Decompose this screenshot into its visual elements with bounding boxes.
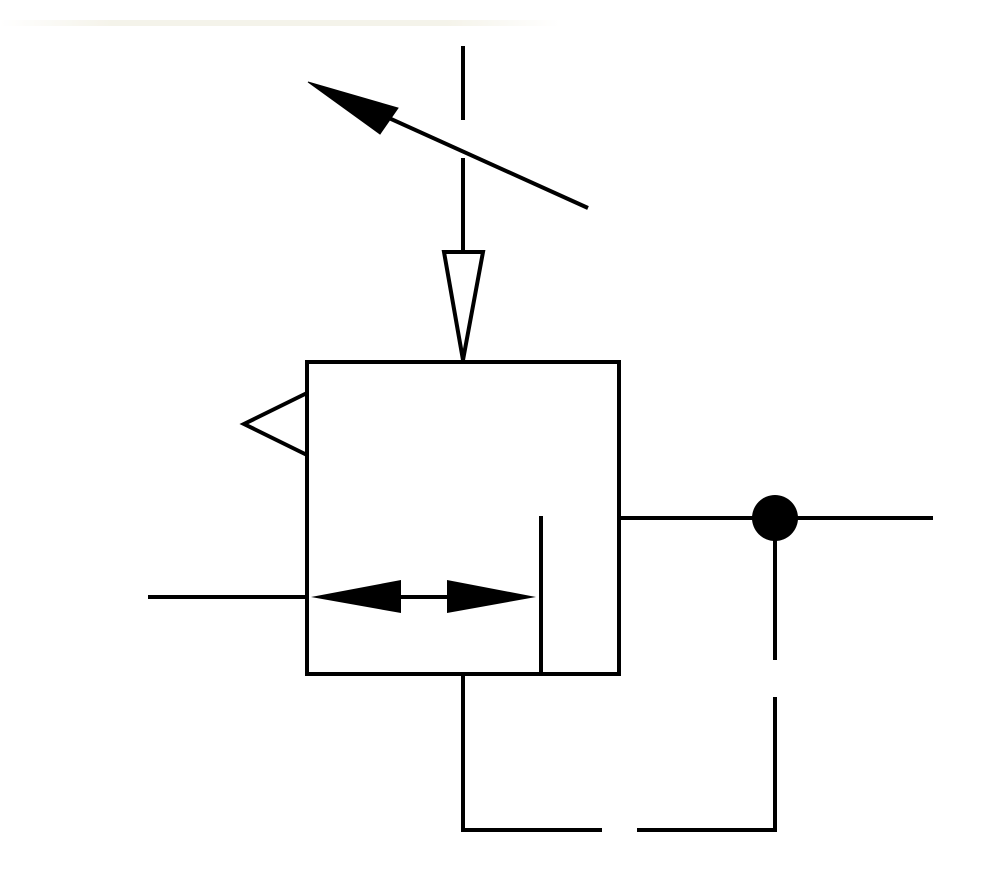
flow-arrow-head-right bbox=[447, 580, 536, 613]
adjustable-arrow-head bbox=[308, 82, 398, 134]
drain-return-line bbox=[463, 674, 777, 830]
spring-actuator-triangle bbox=[444, 252, 483, 360]
valve-body-box bbox=[307, 362, 619, 674]
adjustable-arrow-shaft bbox=[380, 114, 588, 208]
bidirectional-flow-arrow bbox=[311, 580, 536, 613]
image-edge-artifact bbox=[0, 20, 560, 26]
drain-left-segment bbox=[463, 674, 602, 830]
adjustable-arrow bbox=[308, 82, 588, 208]
flow-arrow-head-left bbox=[311, 580, 401, 613]
exhaust-port-triangle bbox=[244, 393, 307, 455]
